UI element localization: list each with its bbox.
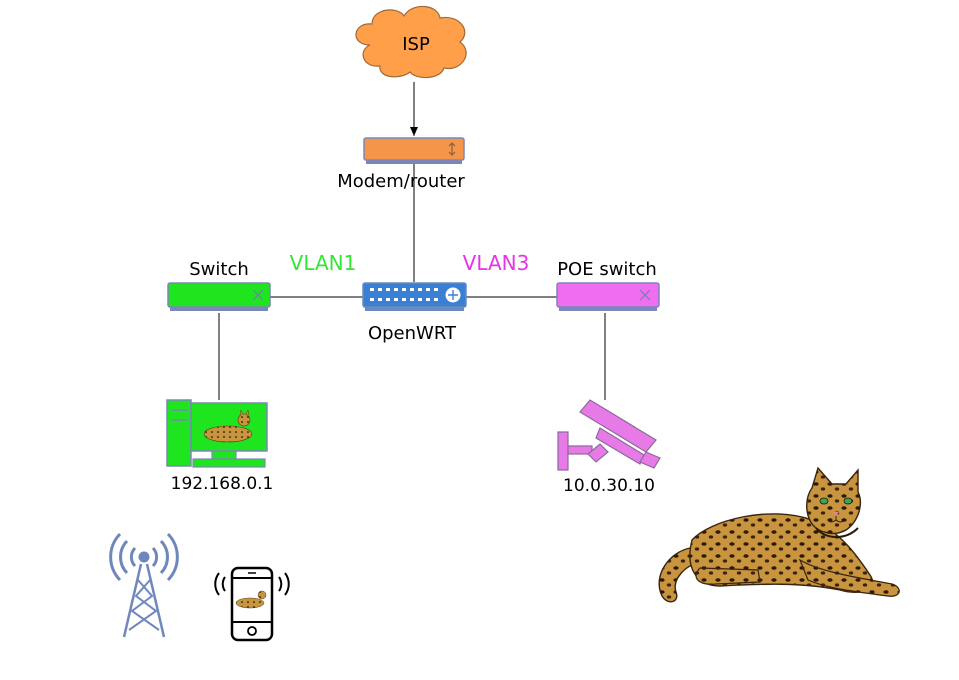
openwrt-router-icon bbox=[362, 282, 467, 311]
vlan1-label: VLAN1 bbox=[290, 251, 357, 275]
poe-switch: POE switch bbox=[556, 259, 660, 311]
switch-label: Switch bbox=[189, 259, 249, 280]
cell-tower-icon bbox=[109, 532, 179, 638]
poe-switch-icon bbox=[556, 282, 660, 311]
bengal-cat-illustration bbox=[658, 466, 900, 603]
phone-cat-image bbox=[235, 590, 267, 609]
isp-label: ISP bbox=[402, 34, 430, 55]
monitor-cat-image bbox=[203, 409, 253, 443]
connections bbox=[218, 82, 606, 400]
desktop-pc: 192.168.0.1 bbox=[166, 399, 274, 494]
smartphone-icon bbox=[214, 566, 290, 642]
openwrt-router: OpenWRT bbox=[362, 282, 467, 344]
pc-ip-label: 192.168.0.1 bbox=[171, 474, 274, 494]
isp-cloud: ISP bbox=[355, 5, 467, 79]
openwrt-label: OpenWRT bbox=[368, 323, 457, 344]
switch-icon bbox=[167, 282, 271, 311]
modem-router-label: Modem/router bbox=[337, 171, 465, 192]
modem-router: Modem/router bbox=[337, 137, 465, 192]
modem-router-icon bbox=[363, 137, 465, 164]
security-camera-icon bbox=[557, 399, 661, 471]
cloud-icon bbox=[355, 5, 467, 79]
switch: Switch bbox=[167, 259, 271, 311]
camera-ip-label: 10.0.30.10 bbox=[563, 476, 655, 496]
desktop-pc-icon bbox=[166, 399, 268, 468]
poe-switch-label: POE switch bbox=[557, 259, 657, 280]
vlan3-label: VLAN3 bbox=[463, 251, 530, 275]
security-camera: 10.0.30.10 bbox=[557, 399, 661, 496]
